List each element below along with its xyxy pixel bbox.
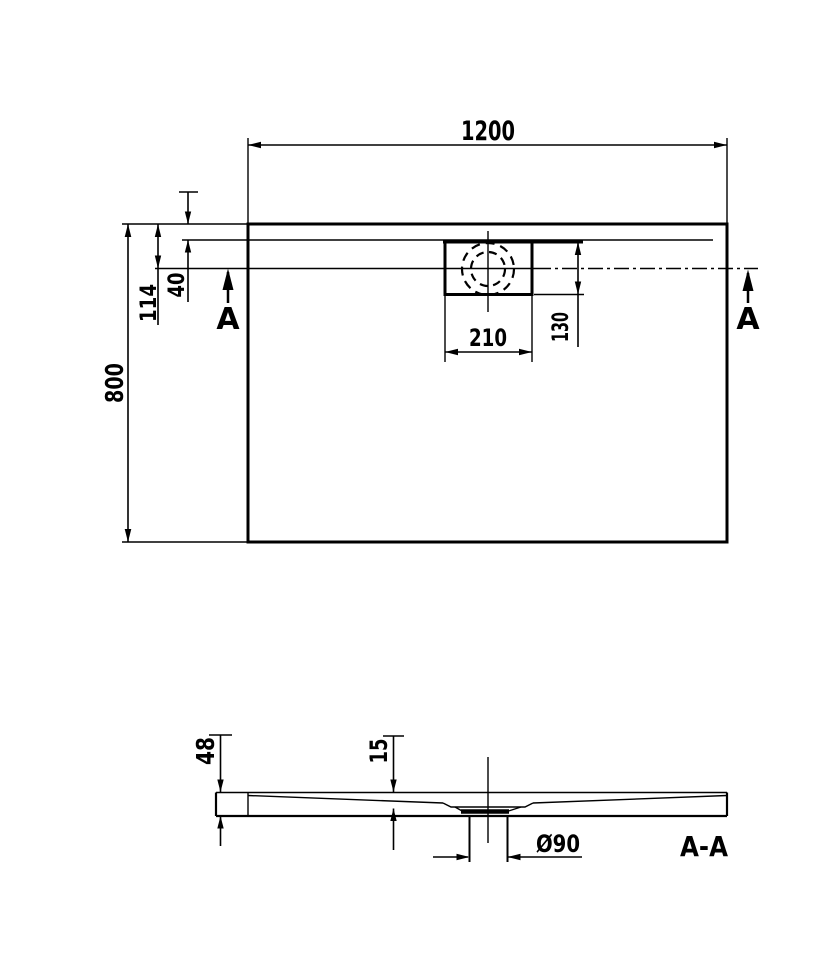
section-marker-left-label: A — [216, 302, 240, 337]
arrowhead-left-icon — [248, 141, 261, 149]
section-arrow-up-icon — [742, 269, 754, 291]
dimension-height: 800 — [100, 224, 132, 542]
section-marker-right: A — [736, 269, 760, 337]
arrowhead-right-icon — [456, 853, 470, 861]
section-name-label: A-A — [680, 830, 728, 863]
arrowhead-up-icon — [184, 240, 192, 253]
dimension-drain-recess-depth: 130 — [534, 242, 584, 347]
section-view — [214, 757, 729, 862]
dimension-edge-to-drain: 114 — [137, 224, 162, 325]
floor-slope-right — [532, 794, 728, 804]
section-arrow-up-icon — [222, 268, 234, 290]
tray-outline — [246, 222, 729, 544]
basin-depth-dimension-label: 15 — [365, 739, 393, 764]
height-dimension-label: 800 — [100, 363, 129, 403]
arrowhead-up-icon — [574, 242, 582, 255]
arrowhead-down-icon — [574, 281, 582, 295]
section-marker-right-label: A — [736, 302, 760, 337]
top-view — [122, 222, 758, 544]
arrowhead-down-icon — [184, 211, 192, 224]
arrowhead-down-icon — [154, 255, 162, 269]
dimension-basin-depth: 15 — [365, 735, 404, 850]
arrowhead-down-icon — [124, 529, 132, 542]
arrowhead-left-icon — [507, 853, 521, 861]
width-dimension-label: 1200 — [461, 116, 515, 147]
arrowhead-up-icon — [124, 224, 132, 237]
drain-inner-circle — [469, 250, 507, 288]
arrowhead-right-icon — [519, 348, 532, 356]
total-height-dimension-label: 48 — [191, 737, 220, 765]
rim-dimension-label: 40 — [165, 273, 190, 298]
drain-recess-depth-label: 130 — [549, 312, 574, 342]
arrowhead-right-icon — [714, 141, 727, 149]
flange-connector-right — [506, 806, 522, 813]
arrowhead-down-icon — [390, 779, 397, 792]
floor-slope-left — [247, 794, 444, 804]
arrowhead-left-icon — [445, 348, 458, 356]
drain-diameter-label: Ø90 — [536, 830, 580, 858]
section-marker-left: A — [216, 268, 240, 337]
dimension-width: 1200 — [247, 116, 728, 224]
dimension-rim: 40 — [165, 191, 198, 302]
arrowhead-up-icon — [390, 808, 397, 821]
dimension-drain-diameter: Ø90 — [433, 830, 582, 861]
edge-to-drain-dimension-label: 114 — [137, 284, 162, 322]
dimension-total-height: 48 — [191, 734, 232, 846]
drain-outer-circle — [460, 241, 516, 297]
arrowhead-down-icon — [217, 779, 224, 792]
arrowhead-up-icon — [154, 224, 162, 237]
drain-recess-width-label: 210 — [469, 324, 507, 352]
dimension-drain-recess-width: 210 — [444, 296, 533, 362]
arrowhead-up-icon — [217, 816, 224, 829]
